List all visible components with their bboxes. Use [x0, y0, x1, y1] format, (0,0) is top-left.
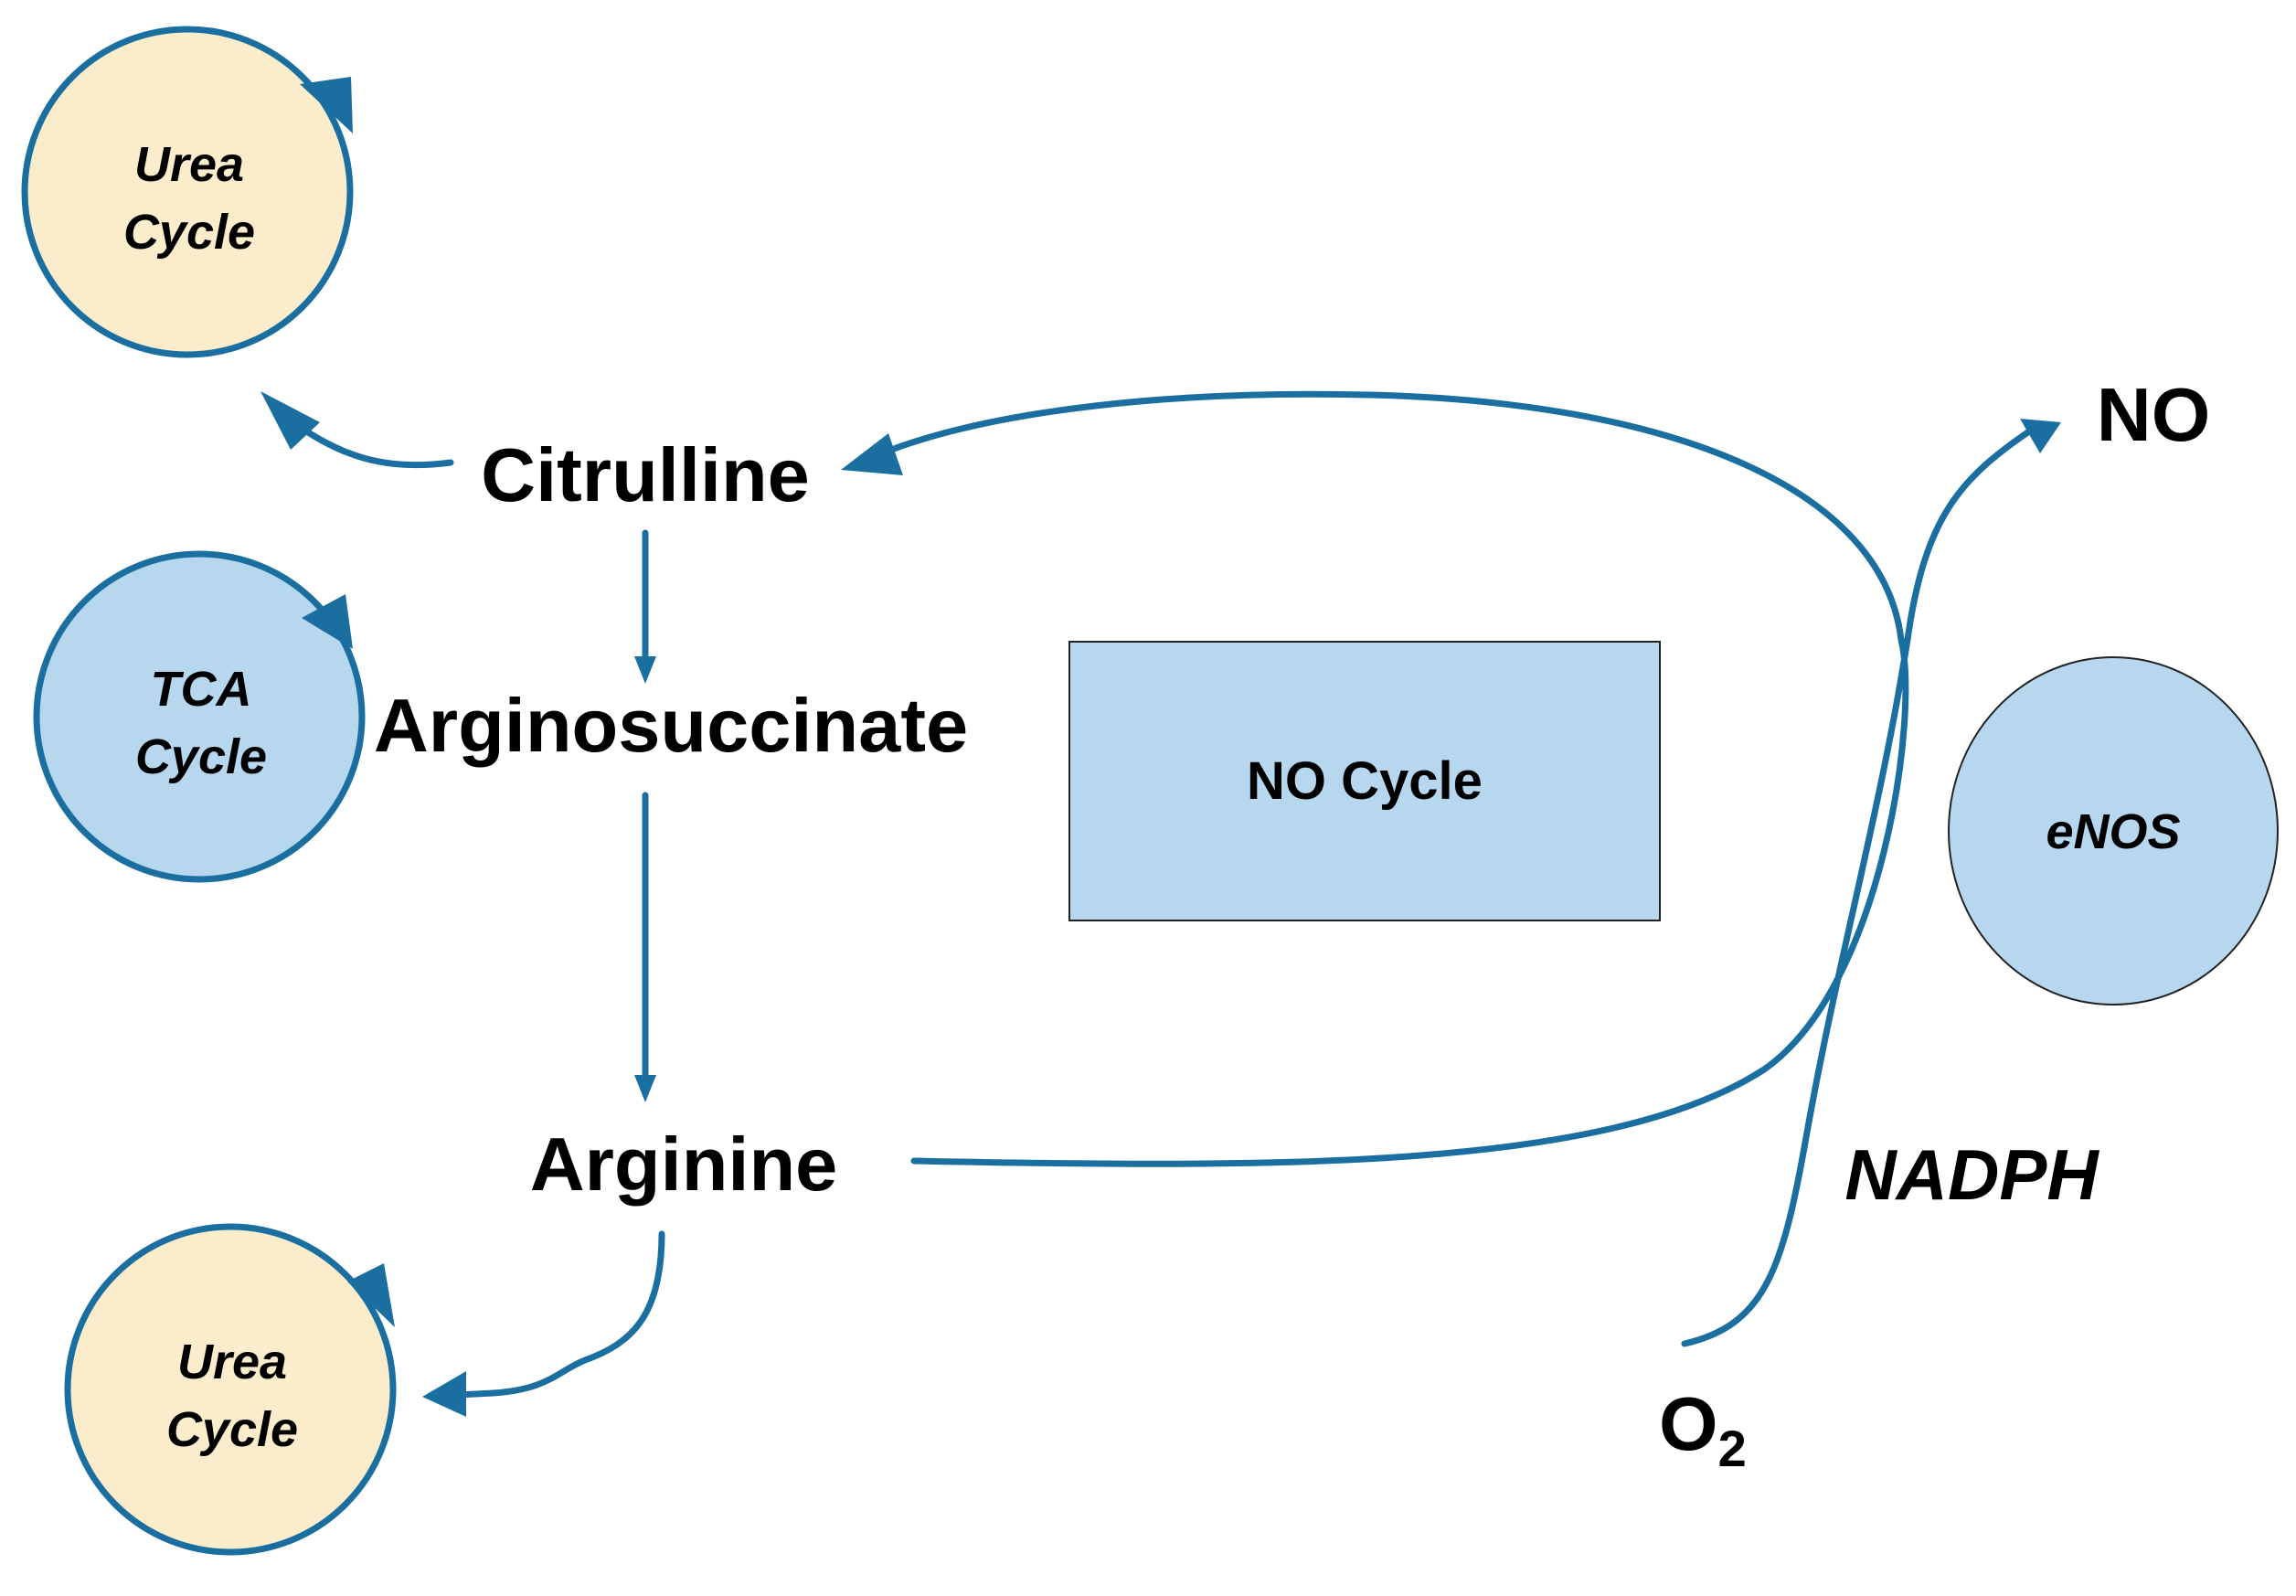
arginine-label: Arginine	[530, 1122, 838, 1207]
urea-cycle-top: Urea Cycle	[21, 26, 354, 358]
o2-subscript: 2	[1718, 1420, 1747, 1477]
urea-cycle-bottom-label-line1: Urea	[177, 1335, 287, 1389]
no-cycle-rect	[1068, 641, 1661, 921]
urea-cycle-bottom-arrowhead	[347, 1263, 395, 1327]
nadph-label: NADPH	[1844, 1134, 2099, 1215]
enos-label: eNOS	[2046, 804, 2180, 859]
urea-cycle-top-label-line1: Urea	[134, 137, 244, 192]
urea-cycle-bottom-circle	[64, 1223, 397, 1556]
enos-circle	[1948, 656, 2279, 1005]
tca-cycle-arrowhead	[302, 594, 353, 649]
no-cycle-label: NO Cycle	[1247, 751, 1483, 811]
urea-cycle-top-circle	[21, 26, 354, 358]
urea-cycle-bottom: Urea Cycle	[64, 1223, 397, 1556]
urea-cycle-top-arrowhead	[300, 77, 353, 133]
citrulline-to-urea-arrowhead	[260, 391, 320, 450]
o2-base: O	[1659, 1381, 1718, 1466]
arginine-to-citrulline-arrowhead	[841, 433, 903, 475]
urea-cycle-top-label-line2: Cycle	[123, 205, 255, 260]
tca-cycle-label-line1: TCA	[151, 662, 252, 717]
o2-to-no-arrowhead	[2020, 419, 2061, 453]
urea-cycle-bottom-label-line2: Cycle	[166, 1402, 298, 1457]
arginine-to-urea-arrowhead	[422, 1371, 466, 1417]
arginosuccinate-label: Arginosuccinate	[374, 683, 968, 768]
arginosuccinate-to-arginine-arrowhead	[634, 1075, 656, 1102]
citrulline-label: Citrulline	[481, 432, 810, 517]
enos-enzyme: eNOS	[1948, 656, 2279, 1005]
o2-label: O2	[1659, 1381, 1747, 1477]
no-label: NO	[2097, 372, 2211, 457]
o2-to-no-arrow	[1681, 428, 2033, 1347]
arginine-to-urea-arrow	[453, 1230, 665, 1399]
tca-cycle-label-line2: Cycle	[135, 729, 267, 784]
tca-cycle-circle	[33, 550, 366, 883]
tca-cycle: TCA Cycle	[33, 550, 366, 883]
no-cycle-box: NO Cycle	[1068, 641, 1661, 921]
citrulline-to-arginosuccinate-arrowhead	[634, 656, 656, 684]
